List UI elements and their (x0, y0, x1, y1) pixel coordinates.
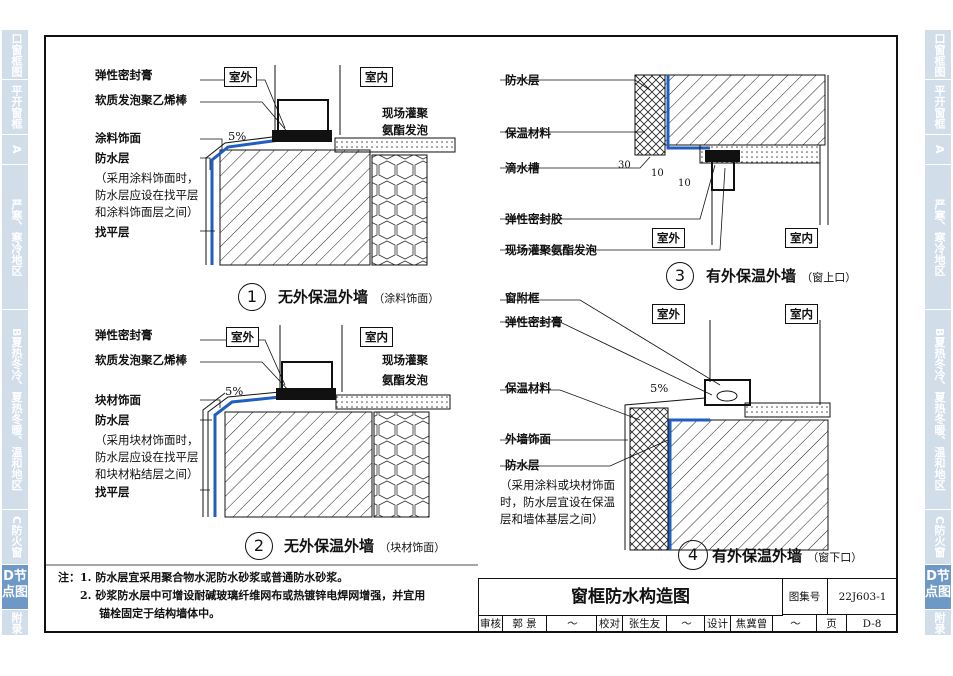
d4-label-sealant: 弹性密封膏 (505, 315, 563, 329)
d1-label-foam-2: 氨酯发泡 (382, 123, 428, 137)
checker-signature: 〜 (667, 615, 705, 633)
d1-label-note-3: 和涂料饰面层之间） (95, 205, 199, 219)
note-2-cont: 锚栓固定于结构墙体中。 (80, 607, 221, 620)
tab-casement[interactable]: 平开窗框图 (2, 80, 28, 135)
title-block: 窗框防水构造图 图集号 22J603-1 审核 郭 景 〜 校对 张生友 〜 设… (478, 578, 897, 633)
d2-inside: 室内 (360, 327, 393, 347)
tab-hot-region[interactable]: B夏热冬冷、夏热冬暖、温和地区 (2, 310, 28, 510)
d1-label-note-2: 防水层应设在找平层 (95, 188, 199, 202)
check-label: 校对 (597, 615, 623, 633)
designer-signature: 〜 (773, 615, 817, 633)
d2-label-tile: 块材饰面 (95, 393, 141, 407)
atlas-number: 22J603-1 (828, 579, 897, 615)
d4-label-finish: 外墙饰面 (505, 432, 551, 446)
d4-slope: 5% (650, 381, 669, 395)
d2-slope: 5% (225, 384, 244, 398)
d1-label-leveling: 找平层 (95, 225, 130, 239)
d1-label-foam-1: 现场灌聚 (382, 106, 428, 120)
d1-title: 无外保温外墙 （涂料饰面） (278, 288, 440, 306)
d2-label-note-1: （采用块材饰面时， (95, 433, 199, 447)
tab-a[interactable]: A (925, 135, 951, 165)
d1-label-backer-rod: 软质发泡聚乙烯棒 (95, 93, 187, 107)
d4-label-note-1: （采用涂料或块材饰面 (500, 478, 615, 492)
note-2: 2. 砂浆防水层中可增设耐碱玻璃纤维网布或热镀锌电焊网增强，并宜用 (80, 589, 426, 602)
sidebar-right: 口窗框图索 平开窗框图 A 严寒、寒冷地区 B夏热冬冷、夏热冬暖、温和地区 C防… (925, 30, 951, 636)
d4-label-note-3: 层和墙体基层之间） (500, 512, 604, 526)
tab-casement[interactable]: 平开窗框图 (925, 80, 951, 135)
checker: 张生友 (623, 615, 667, 633)
d4-label-insulation: 保温材料 (505, 381, 551, 395)
atlas-label: 图集号 (782, 579, 828, 615)
d2-label-leveling: 找平层 (95, 485, 130, 499)
d3-dim-30: 30 (618, 160, 631, 171)
detail-3-drawing (500, 74, 829, 251)
sidebar-left: 口窗框图索 平开窗框图 A 严寒、寒冷地区 B夏热冬冷、夏热冬暖、温和地区 C防… (2, 30, 28, 636)
notes-heading: 注： (58, 571, 80, 584)
d2-outside: 室外 (226, 327, 259, 347)
tab-fire-window[interactable]: C防火窗 (2, 510, 28, 565)
d3-title: 有外保温外墙 （窗上口） (706, 267, 857, 285)
designer: 焦冀曾 (731, 615, 773, 633)
d3-outside: 室外 (652, 228, 685, 248)
detail-4-drawing (500, 299, 831, 551)
d4-label-note-2: 时，防水层宜设在保温 (500, 495, 615, 509)
page-number: D-8 (862, 618, 882, 630)
d2-label-foam-1: 现场灌聚 (382, 353, 428, 367)
d4-outside: 室外 (652, 304, 685, 324)
design-label: 设计 (705, 615, 731, 633)
tab-details[interactable]: D节点图 (2, 565, 28, 610)
page-label: 页 (817, 615, 847, 633)
d2-label-backer-rod: 软质发泡聚乙烯棒 (95, 353, 187, 367)
tab-cold-region[interactable]: 严寒、寒冷地区 (2, 165, 28, 310)
d1-slope: 5% (228, 129, 247, 143)
d2-label-sealant: 弹性密封膏 (95, 328, 153, 342)
detail-1-drawing (200, 65, 456, 266)
d3-inside: 室内 (785, 228, 818, 248)
tab-index[interactable]: 口窗框图索 (2, 30, 28, 80)
review-label: 审核 (479, 615, 503, 633)
d3-label-sealant: 弹性密封胶 (505, 212, 563, 226)
detail-2-drawing (200, 325, 451, 518)
d1-label-sealant: 弹性密封膏 (95, 68, 153, 82)
drawing-title: 窗框防水构造图 (479, 579, 783, 616)
d4-label-subframe: 窗附框 (505, 291, 540, 305)
d1-number: 1 (238, 283, 266, 311)
d2-label-waterproof: 防水层 (95, 413, 130, 427)
tab-a[interactable]: A (2, 135, 28, 165)
tab-appendix[interactable]: 附录 (925, 610, 951, 636)
notes: 注： 1. 防水层宜采用聚合物水泥防水砂浆或普通防水砂浆。 2. 砂浆防水层中可… (58, 569, 425, 623)
d3-label-waterproof: 防水层 (505, 73, 540, 87)
tab-index[interactable]: 口窗框图索 (925, 30, 951, 80)
note-1: 1. 防水层宜采用聚合物水泥防水砂浆或普通防水砂浆。 (80, 571, 349, 584)
d4-title: 有外保温外墙 （窗下口） (712, 547, 863, 565)
d2-label-note-2: 防水层应设在找平层 (95, 450, 199, 464)
tab-details[interactable]: D节点图 (925, 565, 951, 610)
tab-appendix[interactable]: 附录 (2, 610, 28, 636)
d3-dim-10a: 10 (651, 168, 664, 179)
d3-label-insulation: 保温材料 (505, 126, 551, 140)
d4-inside: 室内 (785, 304, 818, 324)
d1-label-waterproof: 防水层 (95, 151, 130, 165)
d2-label-foam-2: 氨酯发泡 (382, 373, 428, 387)
d4-number: 4 (678, 540, 708, 570)
d3-number: 3 (666, 262, 694, 290)
tab-hot-region[interactable]: B夏热冬冷、夏热冬暖、温和地区 (925, 310, 951, 510)
d1-outside: 室外 (224, 67, 257, 87)
d3-label-drip-groove: 滴水槽 (505, 161, 540, 175)
d1-inside: 室内 (360, 67, 393, 87)
d2-label-note-3: 和块材粘结层之间） (95, 467, 199, 481)
d3-label-foam: 现场灌聚氨酯发泡 (505, 243, 597, 257)
d1-label-coating: 涂料饰面 (95, 131, 141, 145)
tab-fire-window[interactable]: C防火窗 (925, 510, 951, 565)
d3-dim-10b: 10 (678, 178, 691, 189)
d4-label-waterproof: 防水层 (505, 458, 540, 472)
d2-title: 无外保温外墙 （块材饰面） (284, 537, 446, 555)
drawing-frame (44, 35, 898, 633)
d2-number: 2 (245, 532, 273, 560)
tab-cold-region[interactable]: 严寒、寒冷地区 (925, 165, 951, 310)
reviewer: 郭 景 (503, 615, 547, 633)
d1-label-note-1: （采用涂料饰面时， (95, 171, 199, 185)
reviewer-signature: 〜 (547, 615, 597, 633)
